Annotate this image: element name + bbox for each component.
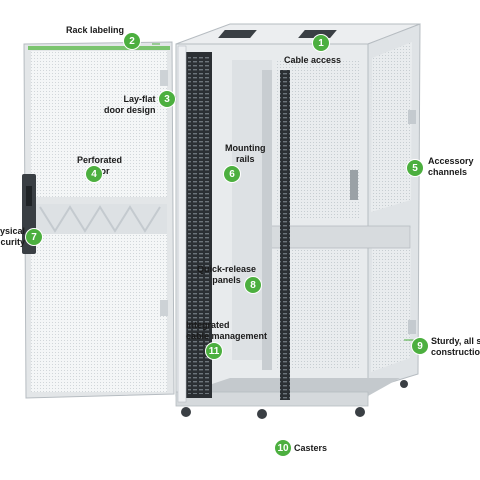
callout-badge: 9 xyxy=(412,338,428,354)
callout-badge: 1 xyxy=(313,35,329,51)
callout-label: Quick-release panels xyxy=(197,264,257,285)
callout-label: Integrated cable management xyxy=(186,320,268,341)
callout-badge: 8 xyxy=(245,277,261,293)
callout-badge: 4 xyxy=(86,166,102,182)
callout-badge: 3 xyxy=(159,91,175,107)
callout-label: Casters xyxy=(294,443,328,453)
mounting-rails xyxy=(177,45,290,403)
cabinet-side-panel xyxy=(365,23,421,391)
callout-label: Cable access xyxy=(284,55,342,65)
callout-badge: 5 xyxy=(407,160,423,176)
callout-label: Accessory channels xyxy=(428,156,474,177)
callout-label: Rack labeling xyxy=(66,25,125,35)
callout-badge: 7 xyxy=(26,229,42,245)
callout-label: Mounting rails xyxy=(225,143,266,164)
callout-label: ysical curity xyxy=(0,226,26,247)
callout-badge: 2 xyxy=(124,33,140,49)
callout-badge: 11 xyxy=(206,343,222,359)
callout-badge: 6 xyxy=(224,166,240,182)
casters xyxy=(181,380,408,419)
callout-badge: 10 xyxy=(275,440,291,456)
callout-label: Lay-flat door design xyxy=(104,94,156,115)
callout-label: Sturdy, all st construction xyxy=(431,336,480,357)
